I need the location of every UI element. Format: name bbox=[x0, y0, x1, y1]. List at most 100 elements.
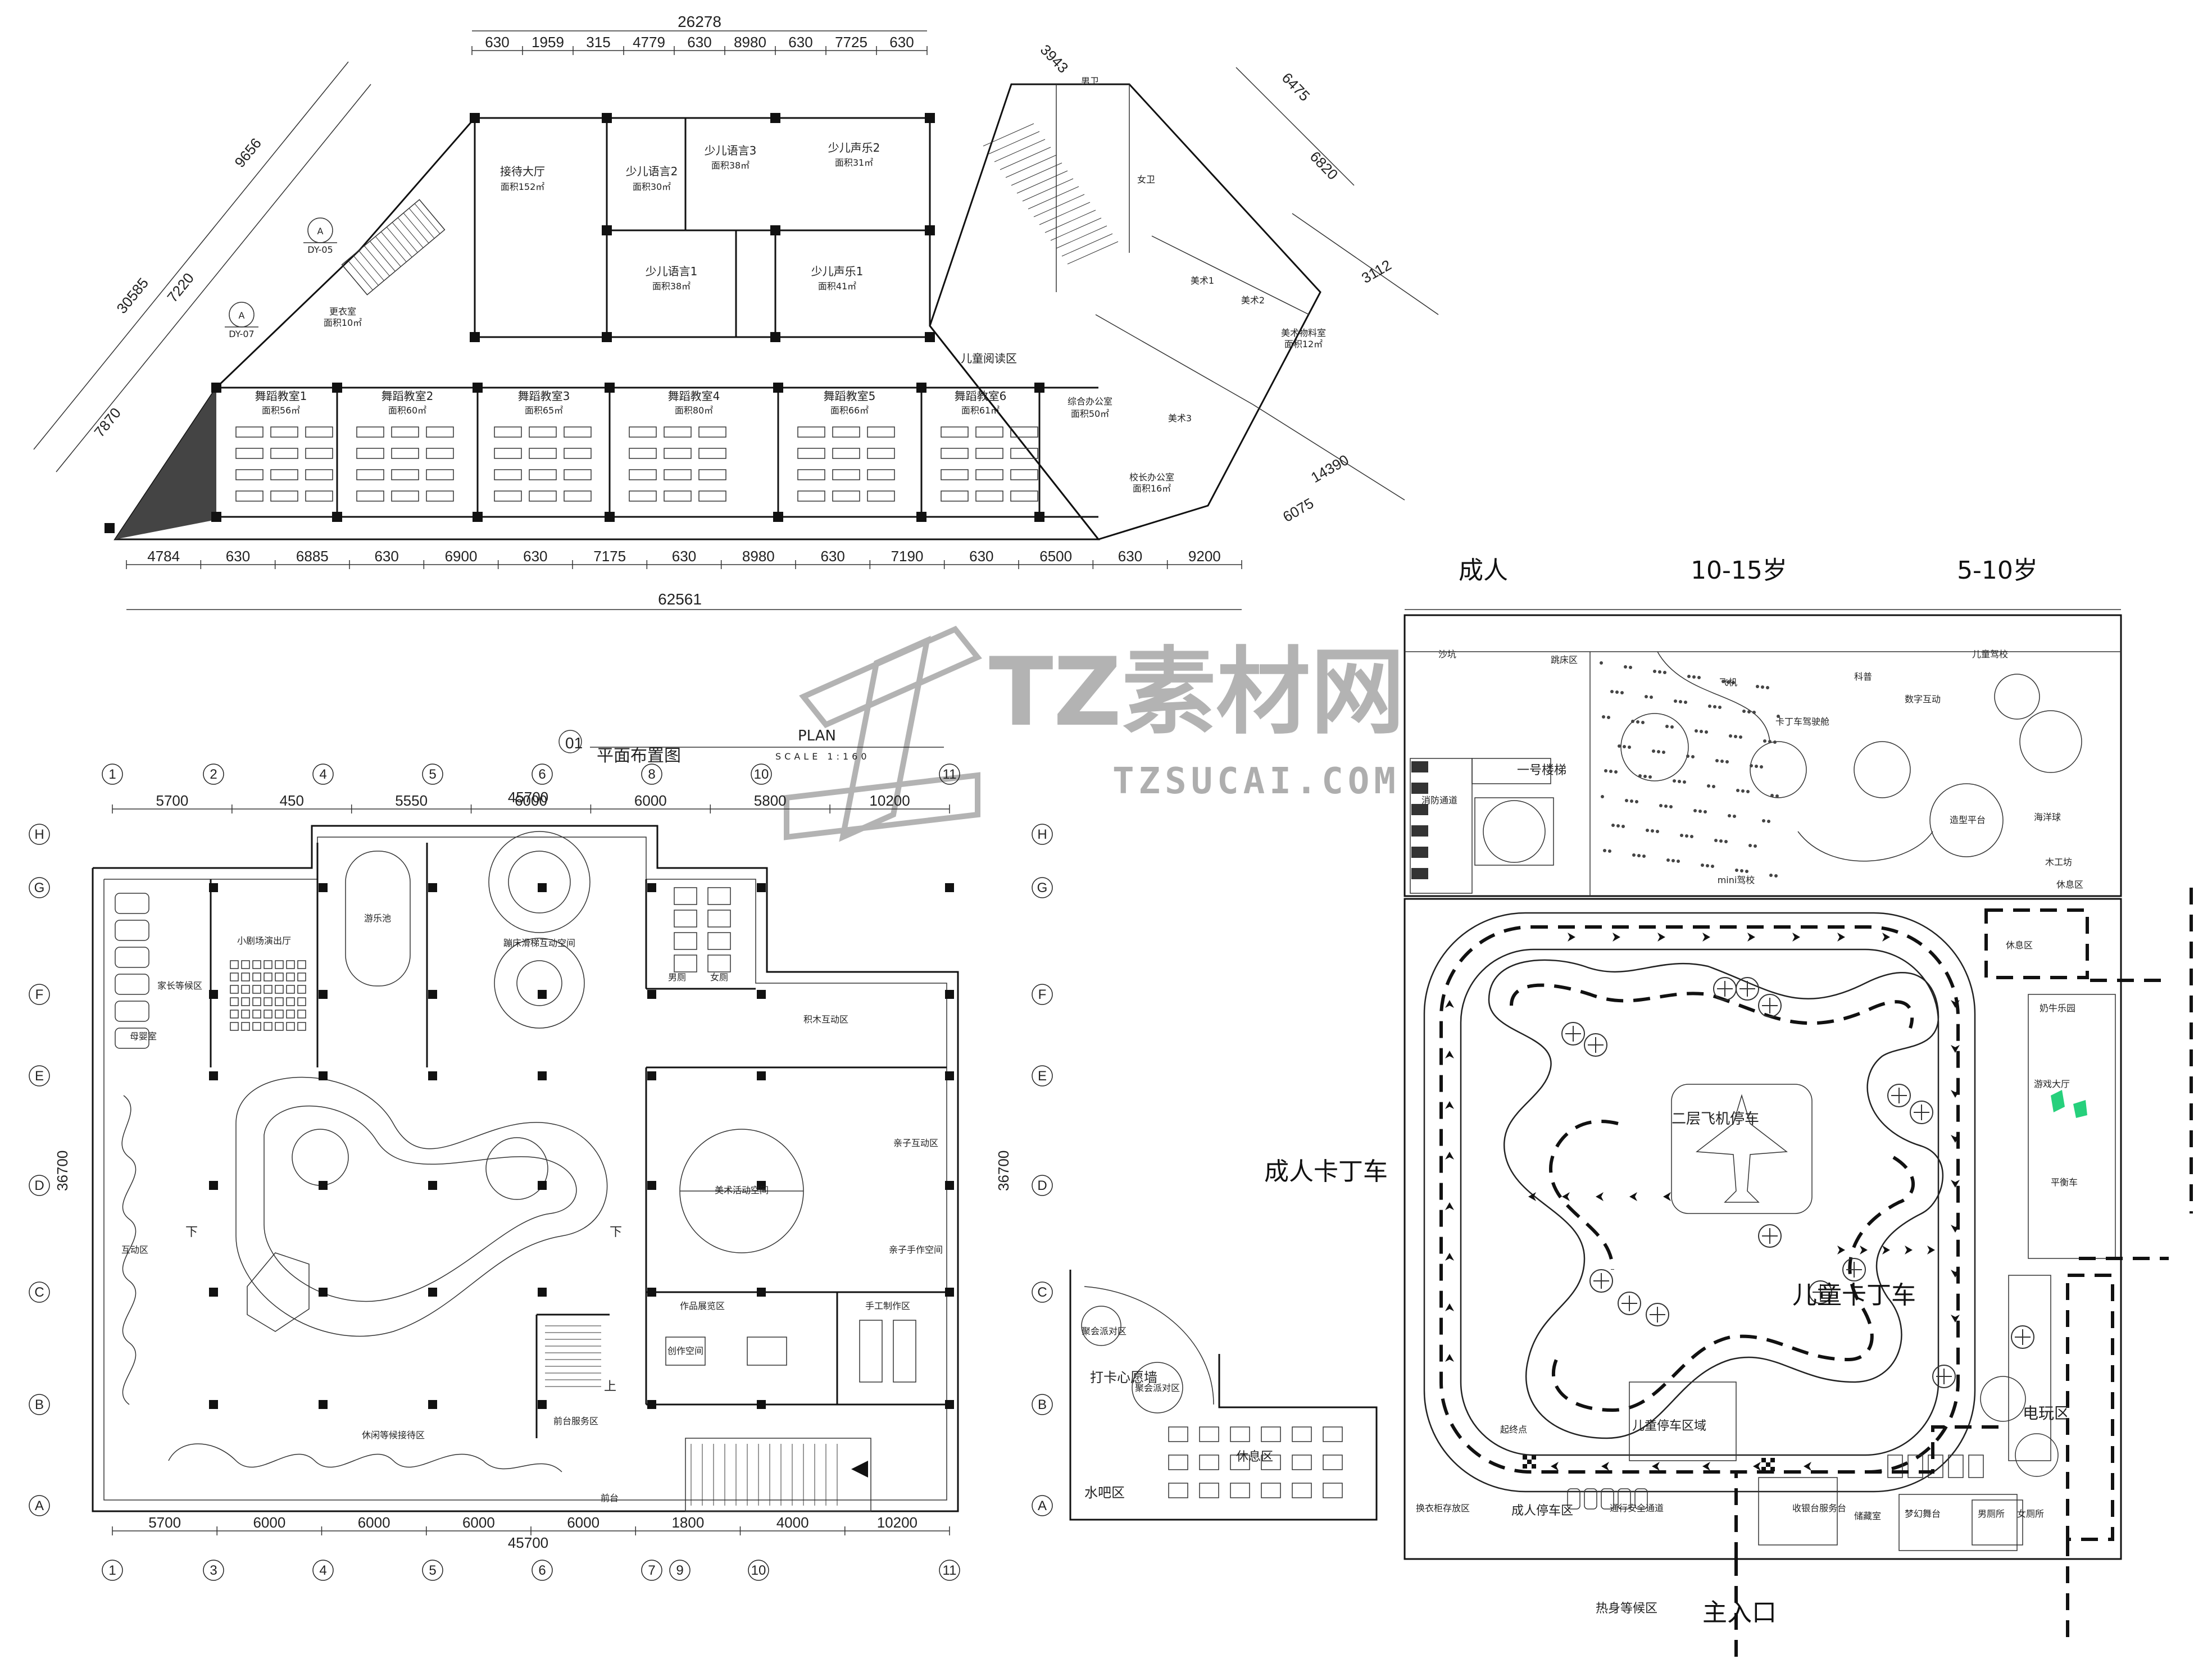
room-dance-3: 舞蹈教室3 bbox=[518, 389, 570, 403]
texture-dot bbox=[1611, 824, 1615, 827]
texture-dot bbox=[1628, 746, 1631, 749]
room-art-1: 美术1 bbox=[1191, 275, 1214, 286]
room-art-3: 美术3 bbox=[1168, 413, 1192, 424]
texture-dot bbox=[1621, 825, 1625, 828]
direction-arrow-icon bbox=[1837, 933, 1845, 942]
room-office: 综合办公室 bbox=[1068, 396, 1112, 407]
seat bbox=[286, 997, 295, 1006]
grid-bubble-right bbox=[1032, 877, 1053, 898]
plan01-top-dim-value: 5550 bbox=[395, 792, 428, 809]
column bbox=[1034, 512, 1044, 522]
desk bbox=[426, 490, 454, 502]
svg-text:DY-05: DY-05 bbox=[307, 244, 333, 255]
desk bbox=[305, 469, 333, 480]
upper-label-science: 科普 bbox=[1854, 671, 1872, 682]
left-dim-30585: 30585 bbox=[113, 275, 152, 317]
column bbox=[773, 512, 783, 522]
column bbox=[473, 512, 483, 522]
grid-label-left: G bbox=[34, 880, 45, 896]
green-marker-icon-2 bbox=[2073, 1100, 2087, 1118]
column bbox=[428, 990, 437, 999]
bottom-dim-value: 630 bbox=[820, 548, 844, 565]
area-waiting: 家长等候区 bbox=[157, 980, 202, 991]
texture-dot bbox=[1614, 770, 1618, 774]
seat bbox=[297, 985, 306, 994]
texture-dot bbox=[1690, 835, 1693, 838]
tree-icon bbox=[1809, 1280, 1832, 1304]
seat bbox=[275, 1010, 284, 1019]
start-finish-label: 起终点 bbox=[1500, 1424, 1527, 1435]
desk bbox=[529, 469, 557, 480]
direction-arrow-icon bbox=[1562, 1192, 1570, 1201]
seat bbox=[275, 985, 284, 994]
locker bbox=[1887, 1455, 1903, 1478]
direction-arrow-icon bbox=[1951, 1180, 1960, 1188]
plan01-total-top: 45700 bbox=[508, 789, 548, 806]
texture-dot bbox=[1712, 785, 1715, 788]
hatch-block bbox=[1411, 783, 1428, 794]
texture-dot bbox=[1742, 710, 1746, 713]
room-dance-2: 舞蹈教室2 bbox=[381, 389, 434, 403]
grid-bubble-right bbox=[1032, 1175, 1053, 1196]
desk bbox=[356, 490, 384, 502]
texture-dot bbox=[1674, 699, 1677, 703]
room-art-2: 美术2 bbox=[1241, 295, 1265, 306]
upper-label-fire-exit: 消防通道 bbox=[1421, 795, 1457, 806]
desk bbox=[391, 426, 419, 438]
column bbox=[757, 1400, 766, 1409]
column bbox=[647, 990, 656, 999]
column bbox=[428, 1400, 437, 1409]
texture-dot bbox=[1659, 804, 1663, 807]
right-dim-3112: 3112 bbox=[1359, 256, 1394, 287]
cashier-label: 收银台服务台 bbox=[1792, 1503, 1846, 1513]
seat bbox=[286, 1010, 295, 1019]
adult-parking-label: 成人停车区 bbox=[1511, 1504, 1573, 1518]
column bbox=[470, 113, 480, 123]
watermark-url: TZSUCAI.COM bbox=[1112, 761, 1400, 802]
column bbox=[757, 1181, 766, 1190]
tree-icon bbox=[2011, 1325, 2034, 1349]
column bbox=[945, 1181, 954, 1190]
kids-kart-track-b bbox=[1552, 1156, 1915, 1412]
texture-dot bbox=[1706, 864, 1709, 867]
column bbox=[428, 1181, 437, 1190]
seat bbox=[230, 985, 239, 994]
right-label-balance: 平衡车 bbox=[2051, 1177, 2078, 1188]
upper-label-trampoline: 跳床区 bbox=[1551, 654, 1578, 665]
desk bbox=[698, 490, 726, 502]
right-dim-6475: 6475 bbox=[1279, 69, 1314, 104]
texture-dot bbox=[1708, 704, 1711, 708]
texture-dot bbox=[1775, 794, 1779, 798]
hatch-block bbox=[1411, 847, 1428, 858]
stair-tread bbox=[353, 255, 379, 286]
desk bbox=[941, 490, 969, 502]
safety-label: 通行安全通道 bbox=[1610, 1503, 1664, 1513]
cafe-table bbox=[1292, 1426, 1312, 1442]
top-total-dim: 26278 bbox=[678, 13, 721, 30]
upper-label-plane: 飞机 bbox=[1719, 677, 1737, 688]
column bbox=[209, 1288, 218, 1297]
area-theatre: 小剧场演出厅 bbox=[237, 935, 291, 946]
checkered-flag-icon bbox=[1532, 1455, 1536, 1460]
seat bbox=[241, 985, 250, 994]
room-language-3: 少儿语言3 bbox=[705, 144, 757, 157]
area-front-desk: 前台服务区 bbox=[553, 1416, 598, 1426]
area-gallery: 作品展览区 bbox=[680, 1301, 725, 1311]
direction-arrow-icon bbox=[1951, 1000, 1960, 1008]
green-marker-icon bbox=[2051, 1090, 2065, 1112]
desk bbox=[975, 426, 1003, 438]
direction-arrow-icon bbox=[1951, 1045, 1960, 1053]
age-label-adult: 成人 bbox=[1459, 556, 1508, 585]
column bbox=[428, 1288, 437, 1297]
texture-dot bbox=[1625, 799, 1628, 802]
texture-dot bbox=[1720, 760, 1724, 763]
direction-arrow-icon bbox=[1551, 1462, 1559, 1471]
direction-arrow-icon bbox=[1445, 1202, 1454, 1210]
stair-tread bbox=[1022, 178, 1074, 202]
desk bbox=[494, 448, 522, 459]
texture-dot bbox=[1679, 700, 1682, 703]
right-label-storage: 储藏室 bbox=[1854, 1511, 1881, 1521]
cafe-table bbox=[1230, 1455, 1250, 1470]
room-dance-5-area: 面积66㎡ bbox=[830, 405, 869, 416]
